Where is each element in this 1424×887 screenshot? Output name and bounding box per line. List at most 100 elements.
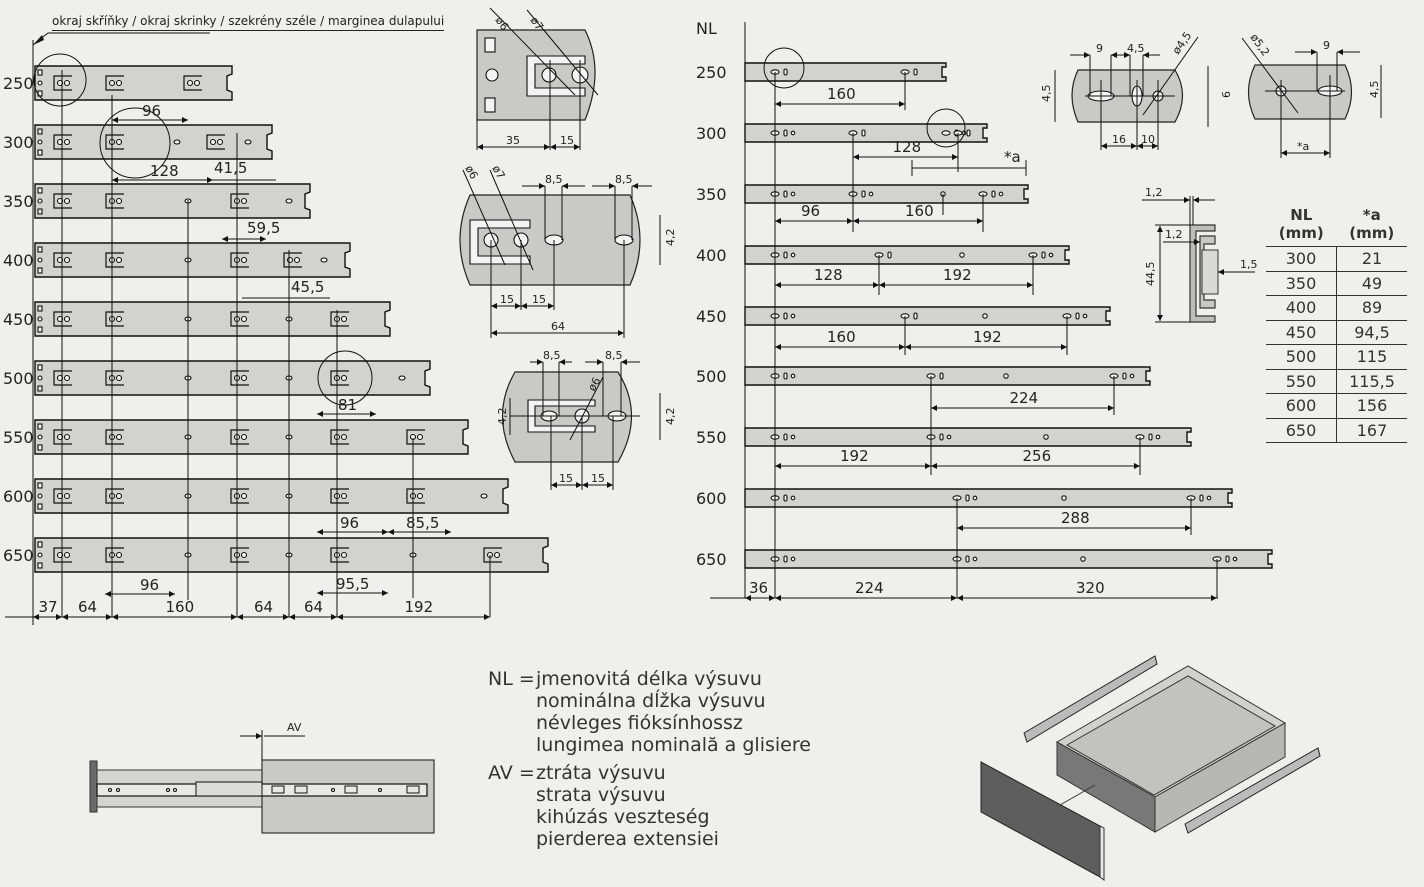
dimension-value: 128 bbox=[893, 138, 922, 156]
table-cell-a: 89 bbox=[1336, 295, 1407, 321]
table-cell-a: 115,5 bbox=[1336, 369, 1407, 394]
table-cell-a: 21 bbox=[1336, 246, 1407, 272]
mount-hole bbox=[216, 138, 224, 146]
bracket-slot bbox=[53, 252, 72, 268]
mount-hole bbox=[398, 375, 406, 381]
mount-hole bbox=[63, 197, 71, 205]
dimension-value: 192 bbox=[943, 266, 972, 284]
mount-hole bbox=[1082, 313, 1088, 319]
mount-hole bbox=[330, 787, 336, 793]
bracket-slot bbox=[230, 193, 249, 209]
dim-59-5: 59,5 bbox=[247, 219, 280, 237]
mount-hole bbox=[186, 79, 194, 87]
dim-8-5: 8,5 bbox=[543, 349, 561, 362]
mount-hole bbox=[783, 190, 788, 198]
dim-35: 35 bbox=[506, 134, 520, 147]
bracket-slot bbox=[105, 75, 124, 91]
bracket-slot bbox=[330, 370, 349, 386]
bracket-slot bbox=[283, 252, 302, 268]
table-cell-a: 167 bbox=[1336, 418, 1407, 443]
dim-a-label: *a bbox=[1004, 148, 1021, 166]
legend-abbr: NL = bbox=[488, 668, 535, 690]
dim-9: 9 bbox=[1096, 42, 1103, 55]
legend-abbr bbox=[488, 712, 536, 734]
mount-hole bbox=[861, 190, 866, 198]
table-cell-nl: 650 bbox=[1266, 418, 1337, 443]
mount-hole bbox=[240, 492, 248, 500]
mount-hole bbox=[790, 313, 796, 319]
mount-hole bbox=[1225, 555, 1230, 563]
mount-hole bbox=[1129, 373, 1135, 379]
mount-hole bbox=[172, 787, 178, 793]
bracket-slot bbox=[294, 785, 308, 794]
mount-hole bbox=[480, 493, 488, 499]
mount-hole bbox=[63, 492, 71, 500]
chain-dimension: 64 bbox=[304, 598, 323, 616]
table-cell-nl: 400 bbox=[1266, 295, 1337, 321]
dim-64: 64 bbox=[551, 320, 565, 333]
mount-hole bbox=[982, 313, 988, 319]
mount-hole bbox=[115, 374, 123, 382]
dim-4-2: 4,2 bbox=[664, 229, 677, 247]
dim-dia-4-5: ø4,5 bbox=[1170, 29, 1195, 56]
mount-hole bbox=[63, 374, 71, 382]
bracket-slot bbox=[105, 547, 124, 563]
bracket-slot bbox=[230, 488, 249, 504]
mount-hole bbox=[1048, 252, 1054, 258]
bracket-slot bbox=[230, 311, 249, 327]
dimension-value: 224 bbox=[1010, 389, 1039, 407]
legend-text: nominálna dĺžka výsuvu bbox=[536, 690, 766, 712]
nl-label-left: 650 bbox=[3, 546, 34, 565]
slide-rail bbox=[744, 123, 988, 143]
bracket-slot bbox=[330, 429, 349, 445]
mount-hole bbox=[37, 503, 43, 510]
mount-hole bbox=[37, 257, 43, 263]
slide-rail bbox=[34, 65, 233, 101]
mount-hole bbox=[1041, 251, 1046, 259]
bracket-slot bbox=[406, 488, 425, 504]
chain-dimension: 192 bbox=[405, 598, 434, 616]
table-cell-nl: 600 bbox=[1266, 393, 1337, 419]
dim-dia-7-mid: ø7 bbox=[489, 163, 507, 181]
slide-rail bbox=[744, 306, 1111, 326]
legend-text: kihúzás veszteség bbox=[536, 806, 710, 828]
mount-hole bbox=[939, 372, 944, 380]
mount-hole bbox=[107, 787, 113, 793]
dim-85-5: 85,5 bbox=[406, 514, 439, 532]
legend-abbr bbox=[488, 828, 536, 850]
mount-hole bbox=[941, 130, 951, 136]
mount-hole bbox=[493, 551, 501, 559]
mount-hole bbox=[37, 375, 43, 381]
mount-hole bbox=[783, 372, 788, 380]
mount-hole bbox=[63, 138, 71, 146]
nl-label-left: 350 bbox=[3, 192, 34, 211]
bracket-slot bbox=[344, 785, 358, 794]
mount-hole bbox=[244, 139, 252, 145]
mount-hole bbox=[959, 252, 965, 258]
mount-hole bbox=[240, 374, 248, 382]
dim-dia-6: ø6 bbox=[493, 14, 512, 33]
mount-hole bbox=[115, 551, 123, 559]
legend-text: jmenovitá délka výsuvu bbox=[536, 668, 762, 690]
bracket-slot bbox=[230, 429, 249, 445]
dim-9: 9 bbox=[1219, 91, 1232, 98]
mount-hole bbox=[37, 246, 43, 253]
dimension-value: 128 bbox=[814, 266, 843, 284]
mount-hole bbox=[783, 312, 788, 320]
mount-hole bbox=[63, 551, 71, 559]
bracket-slot bbox=[105, 134, 124, 150]
mount-hole bbox=[240, 315, 248, 323]
mount-hole bbox=[37, 305, 43, 312]
legend-abbr bbox=[488, 734, 536, 756]
slide-rail bbox=[34, 183, 311, 219]
bracket-slot bbox=[330, 488, 349, 504]
dim-44-5: 44,5 bbox=[1144, 262, 1157, 287]
mount-hole bbox=[37, 80, 43, 86]
bracket-slot bbox=[183, 75, 202, 91]
mount-hole bbox=[37, 541, 43, 548]
mount-hole bbox=[37, 562, 43, 569]
